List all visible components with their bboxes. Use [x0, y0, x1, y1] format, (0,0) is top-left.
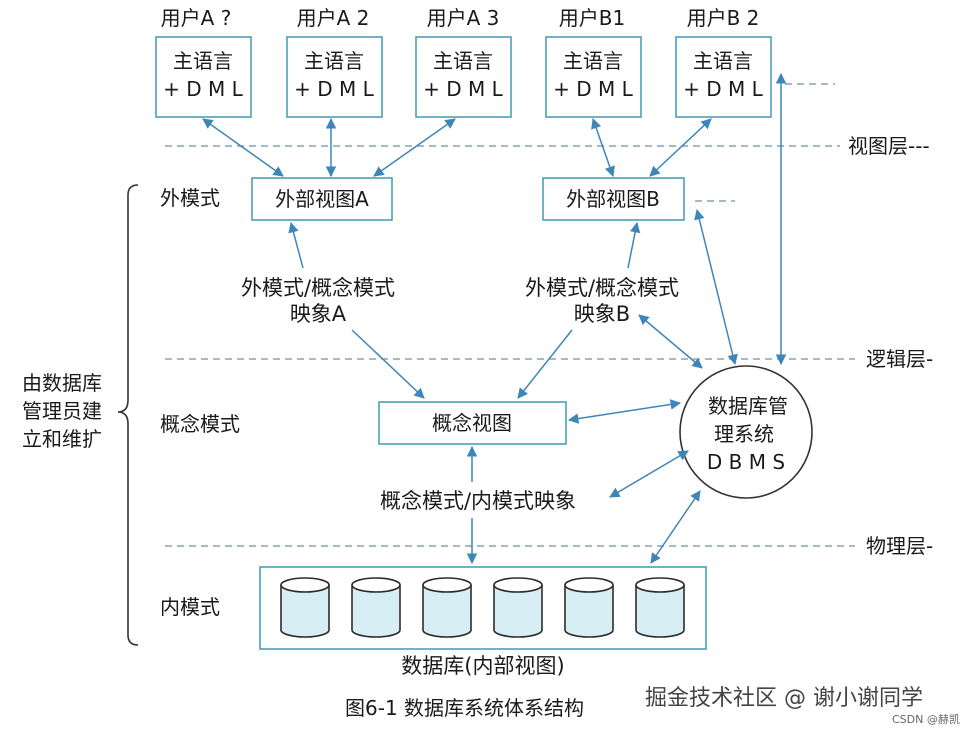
arrow-a3-viewa: [373, 118, 456, 177]
user-a2-dml: + D M L: [294, 77, 374, 101]
arrow-a1-viewa: [202, 118, 284, 177]
maintained-by-line-3: 立和维扩: [22, 427, 102, 451]
user-a3-box: [415, 36, 512, 118]
arrow-viewb-dbms: [694, 208, 738, 366]
figure-caption: 图6-1 数据库系统体系结构: [345, 696, 584, 720]
cylinder-body: [422, 585, 472, 638]
database-cylinder: [351, 577, 401, 638]
dbms-line-3: D B M S: [707, 450, 785, 474]
cylinder-top: [564, 577, 614, 593]
arrows: [202, 72, 787, 565]
conceptual-view-label: 概念视图: [432, 411, 512, 435]
cylinder-body: [280, 585, 330, 638]
user-a3-lang: 主语言: [433, 49, 493, 73]
user-a1-dml: + D M L: [163, 77, 243, 101]
user-a3-dml: + D M L: [423, 77, 503, 101]
cylinder-top: [635, 577, 685, 593]
cylinder-body: [564, 585, 614, 638]
arrow-b1-viewb: [591, 118, 615, 177]
external-view-a-box: [251, 177, 393, 221]
mapping-b-line-1: 外模式/概念模式: [525, 276, 679, 300]
view-layer-label: 视图层---: [848, 134, 930, 158]
user-a2-title: 用户A 2: [297, 6, 370, 30]
arrow-mapping-b-conceptual: [517, 329, 573, 399]
user-b1-lang: 主语言: [563, 49, 623, 73]
user-b2-lang: 主语言: [693, 49, 753, 73]
left-brace: [117, 184, 139, 646]
user-a1-title: 用户A ?: [161, 6, 232, 30]
conceptual-view-box: [378, 401, 567, 445]
arrow-mapping-a-conceptual: [351, 329, 425, 399]
external-view-b-box: [542, 177, 685, 221]
cylinder-top: [280, 577, 330, 593]
arrow-mapping-b-dbms: [638, 314, 703, 369]
database-cylinder: [493, 577, 543, 638]
arrow-mapping2-dbms: [609, 450, 689, 498]
user-a2: 用户A 2 主语言 + D M L: [286, 6, 383, 118]
arrow-viewa-mapping: [288, 221, 304, 269]
database-cylinder: [280, 577, 330, 638]
arrow-database-dbms: [650, 490, 701, 564]
maintained-by-line-1: 由数据库: [22, 371, 102, 395]
dbms-line-1: 数据库管: [708, 394, 788, 418]
user-b2-box: [675, 36, 772, 118]
mapping-b-line-2: 映象B: [574, 302, 630, 326]
dbms-line-2: 理系统: [714, 422, 774, 446]
external-schema-label: 外模式: [160, 186, 220, 210]
conceptual-schema-label: 概念模式: [160, 412, 240, 436]
database-cylinder: [564, 577, 614, 638]
user-b1-title: 用户B1: [559, 6, 625, 30]
user-a1-box: [155, 36, 252, 118]
user-a1: 用户A ? 主语言 + D M L: [155, 6, 252, 118]
user-b1-box: [545, 36, 642, 118]
watermark: 掘金技术社区 @ 谢小谢同学: [645, 686, 923, 711]
arrow-b2-viewb: [649, 118, 712, 177]
mapping-a-line-2: 映象A: [290, 302, 347, 326]
user-b1: 用户B1 主语言 + D M L: [545, 6, 642, 118]
user-a3: 用户A 3 主语言 + D M L: [415, 6, 512, 118]
external-view-b-label: 外部视图B: [566, 187, 660, 211]
user-b2-title: 用户B 2: [687, 6, 760, 30]
logic-layer-label: 逻辑层-: [866, 347, 933, 371]
user-a2-box: [286, 36, 383, 118]
user-a3-title: 用户A 3: [427, 6, 500, 30]
arrow-viewb-mapping: [627, 221, 641, 269]
cylinder-body: [635, 585, 685, 638]
database-box: [259, 566, 707, 650]
database-cylinder: [635, 577, 685, 638]
user-b2: 用户B 2 主语言 + D M L: [675, 6, 772, 118]
cylinder-top: [422, 577, 472, 593]
user-a2-lang: 主语言: [304, 49, 364, 73]
maintained-by-line-2: 管理员建: [22, 399, 102, 423]
external-view-a-label: 外部视图A: [275, 187, 369, 211]
cylinder-body: [351, 585, 401, 638]
cylinder-top: [351, 577, 401, 593]
cylinder-body: [493, 585, 543, 638]
mapping-a-line-1: 外模式/概念模式: [241, 276, 395, 300]
user-b1-dml: + D M L: [553, 77, 633, 101]
user-a1-lang: 主语言: [173, 49, 233, 73]
conceptual-internal-mapping-label: 概念模式/内模式映象: [380, 489, 576, 513]
user-b2-dml: + D M L: [683, 77, 763, 101]
internal-schema-label: 内模式: [160, 595, 220, 619]
database-cylinder: [422, 577, 472, 638]
cylinder-top: [493, 577, 543, 593]
user-boxes: 用户A ? 主语言 + D M L 用户A 2 主语言 + D M L 用户A …: [155, 6, 772, 118]
dbms-circle: [679, 365, 813, 499]
database-caption: 数据库(内部视图): [401, 654, 564, 678]
physical-layer-label: 物理层-: [866, 534, 933, 558]
csdn-mark: CSDN @赫凯: [892, 713, 960, 726]
arrow-conceptual-dbms: [567, 399, 682, 424]
database-cylinders: [280, 577, 685, 638]
